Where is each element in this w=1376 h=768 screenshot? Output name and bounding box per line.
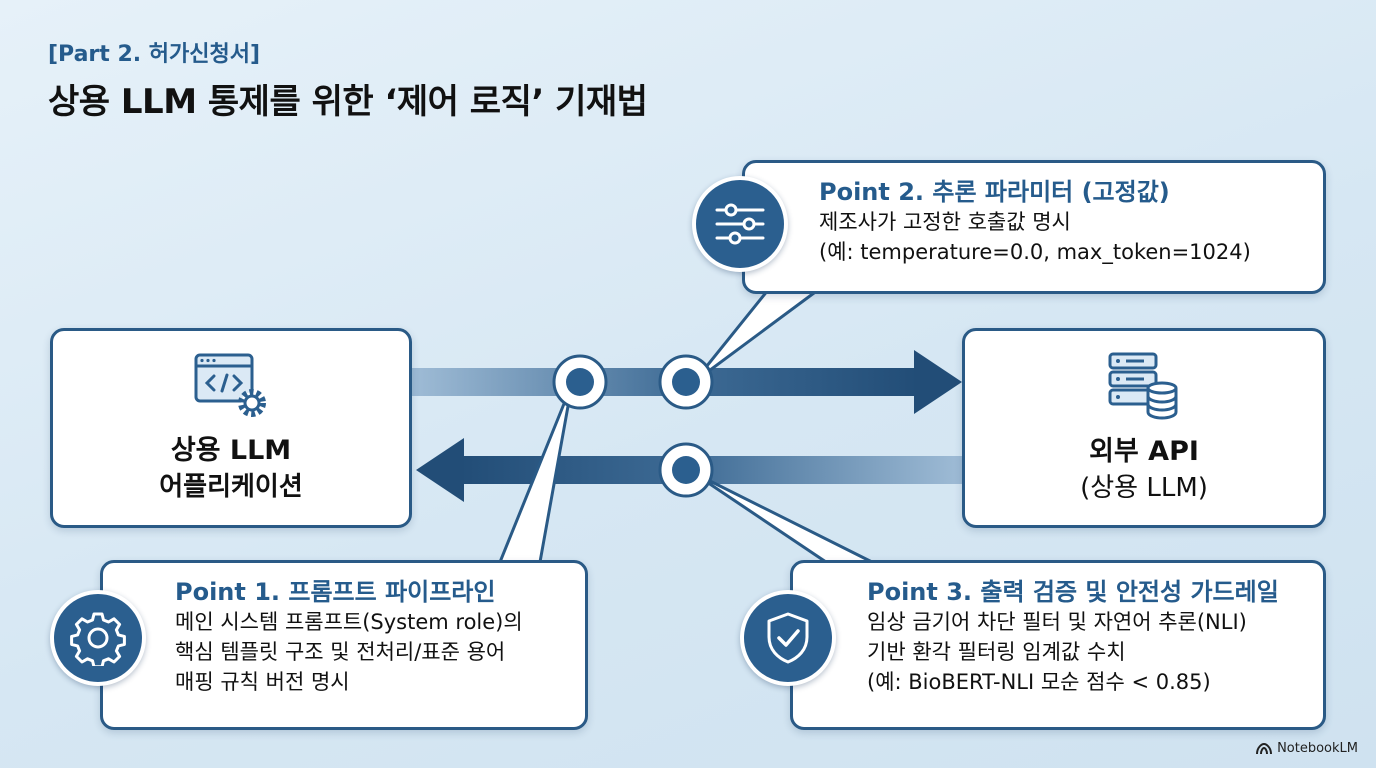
point3-line: 기반 환각 필터링 임계값 수치 <box>867 640 1126 664</box>
section-label: [Part 2. 허가신청서] <box>48 42 261 67</box>
server-database-icon <box>1108 352 1178 420</box>
api-node-line2: (상용 LLM) <box>1080 473 1208 503</box>
gear-badge <box>50 590 146 686</box>
llm-application-node: 상용 LLM 어플리케이션 <box>50 328 412 528</box>
shield-badge <box>740 590 836 686</box>
point3-pointer <box>690 470 874 564</box>
point2-node <box>658 354 714 410</box>
point3-line: (예: BioBERT-NLI 모순 점수 < 0.85) <box>867 670 1211 694</box>
api-node-line1: 외부 API <box>1089 436 1199 467</box>
point1-line: 핵심 템플릿 구조 및 전처리/표준 용어 <box>175 640 506 664</box>
shield-check-icon <box>767 612 809 664</box>
point3-line: 임상 금기어 차단 필터 및 자연어 추론(NLI) <box>867 610 1247 634</box>
external-api-node: 외부 API (상용 LLM) <box>962 328 1326 528</box>
notebooklm-watermark: NotebookLM <box>1256 741 1358 756</box>
app-node-line1: 상용 LLM <box>170 435 292 466</box>
point3-title: Point 3. 출력 검증 및 안전성 가드레일 <box>867 578 1279 606</box>
page-title: 상용 LLM 통제를 위한 ‘제어 로직’ 기재법 <box>48 82 648 122</box>
point1-callout: Point 1. 프롬프트 파이프라인 메인 시스템 프롬프트(System r… <box>100 560 588 730</box>
code-window-gear-icon <box>194 353 266 417</box>
sliders-icon <box>715 203 765 245</box>
point2-line: (예: temperature=0.0, max_token=1024) <box>819 240 1251 264</box>
point2-title: Point 2. 추론 파라미터 (고정값) <box>819 178 1170 206</box>
point2-line: 제조사가 고정한 호출값 명시 <box>819 210 1071 234</box>
gear-icon <box>70 612 126 666</box>
point1-node <box>552 354 608 410</box>
point3-callout: Point 3. 출력 검증 및 안전성 가드레일 임상 금기어 차단 필터 및… <box>790 560 1326 730</box>
point1-line: 메인 시스템 프롬프트(System role)의 <box>175 610 523 634</box>
point3-node <box>658 442 714 498</box>
point2-callout: Point 2. 추론 파라미터 (고정값) 제조사가 고정한 호출값 명시 (… <box>742 160 1326 294</box>
watermark-text: NotebookLM <box>1277 741 1358 756</box>
point1-title: Point 1. 프롬프트 파이프라인 <box>175 578 496 606</box>
sliders-badge <box>692 176 788 272</box>
point1-line: 매핑 규칙 버전 명시 <box>175 670 350 694</box>
app-node-line2: 어플리케이션 <box>159 472 303 502</box>
notebooklm-logo-icon <box>1256 742 1273 754</box>
